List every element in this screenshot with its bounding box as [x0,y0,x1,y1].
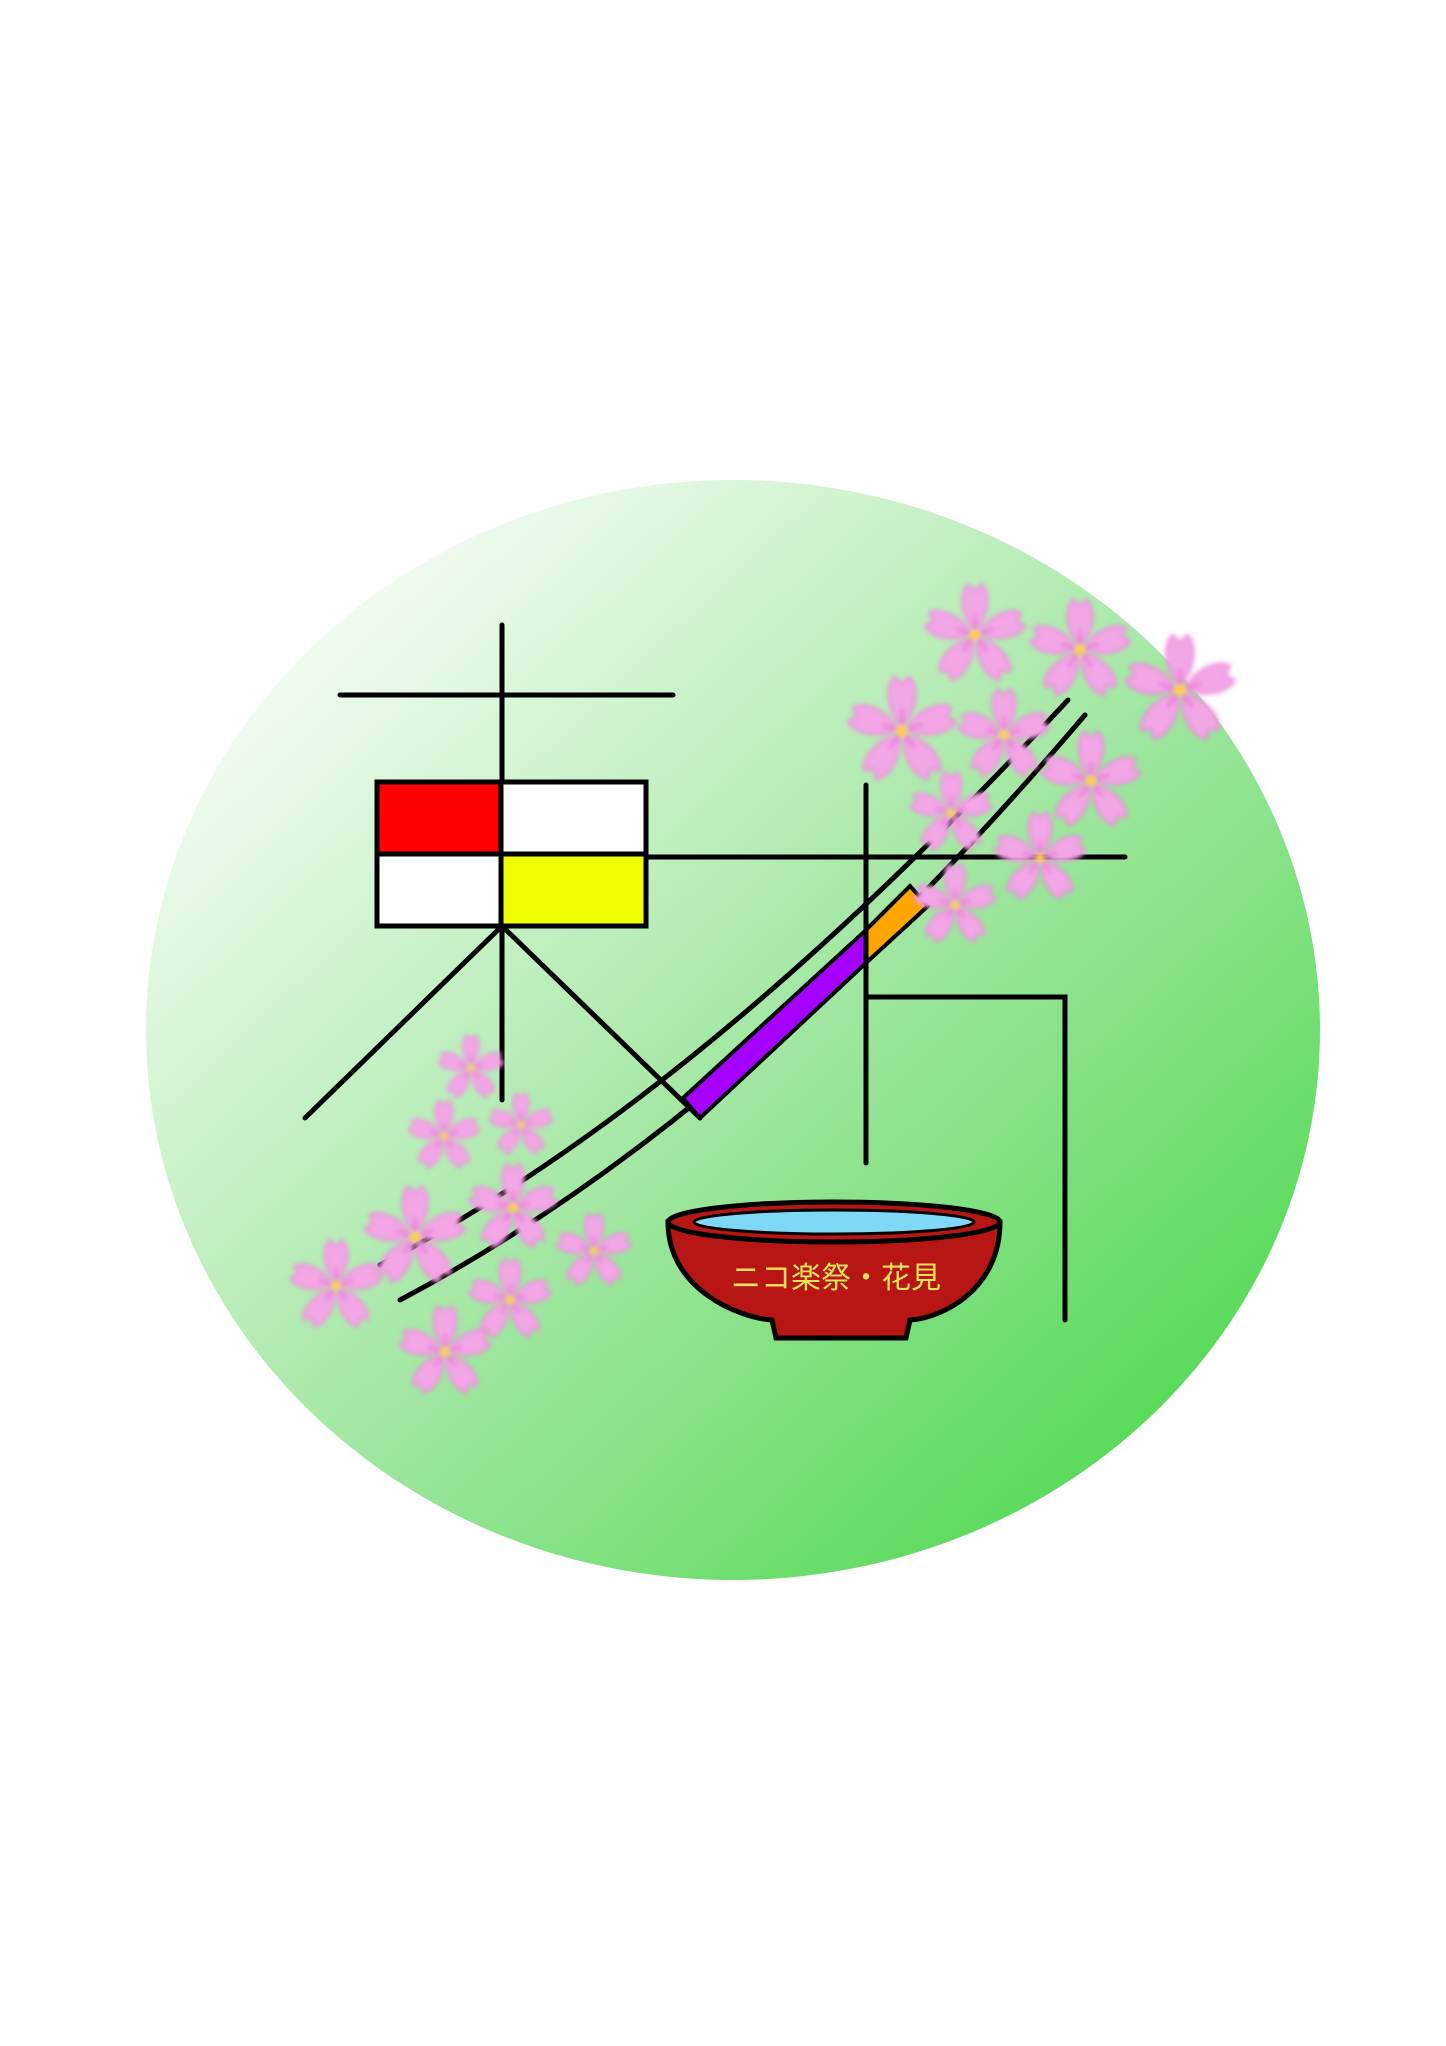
sake-bowl-icon: ニコ楽祭・花見 [665,1199,1003,1341]
green-circle-background [146,480,1320,1580]
yellow-block [498,851,649,929]
white-block-bottom-left [374,851,504,929]
left-leg [302,923,505,1121]
bowl-label: ニコ楽祭・花見 [731,1261,941,1296]
right-frame [863,994,1068,1323]
right-leg [499,923,703,1121]
white-block-top-right [498,779,649,857]
red-block [374,779,504,857]
